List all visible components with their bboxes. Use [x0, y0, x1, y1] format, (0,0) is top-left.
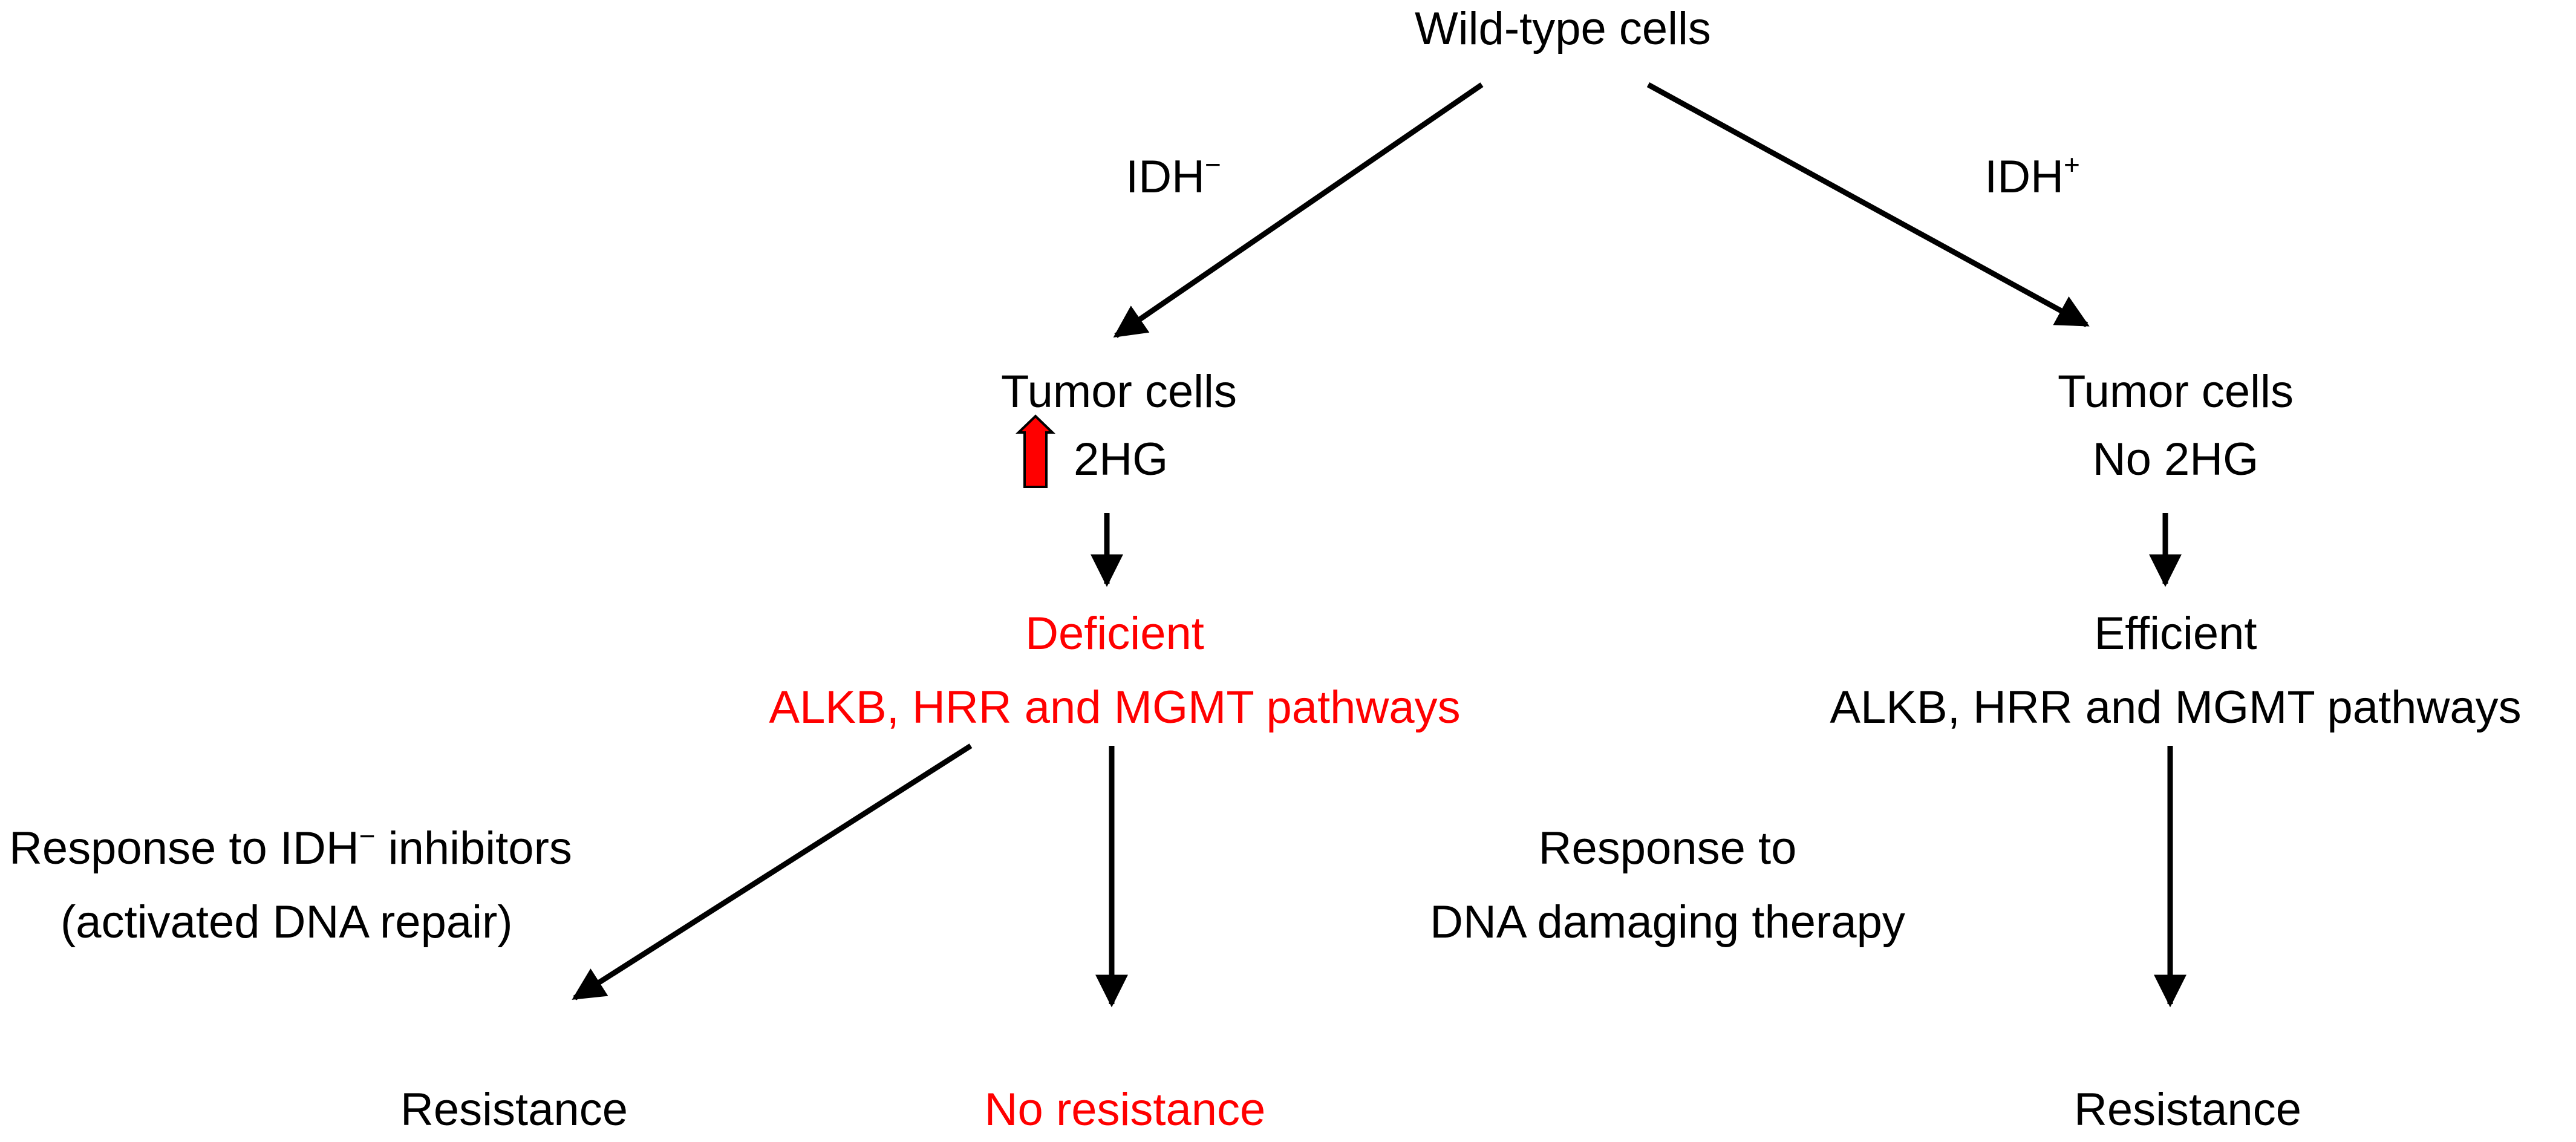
arrow-root-to-left-tumor	[1113, 82, 1484, 338]
outcome-right: Resistance	[2074, 1084, 2301, 1135]
right-pathways-status: Efficient	[2095, 608, 2257, 659]
arrow-root-to-right-tumor	[1646, 82, 2090, 327]
left-response-pre: Response to IDH	[9, 823, 359, 874]
left-branch-label-sup: −	[1205, 149, 1221, 180]
center-response-line2: DNA damaging therapy	[1430, 896, 1905, 948]
center-response-line1: Response to	[1539, 823, 1797, 874]
left-pathways-names: ALKB, HRR and MGMT pathways	[769, 682, 1460, 733]
outcome-left: Resistance	[400, 1084, 628, 1135]
right-tumor-2hg: No 2HG	[2093, 434, 2259, 485]
left-response-line2: (activated DNA repair)	[60, 896, 513, 948]
left-response-sup: −	[359, 820, 376, 852]
left-response-post: inhibitors	[376, 823, 572, 874]
left-pathways-status: Deficient	[1025, 608, 1204, 659]
left-tumor-2hg: 2HG	[1074, 434, 1168, 485]
outcome-middle: No resistance	[985, 1084, 1266, 1135]
left-branch-label: IDH−	[1126, 149, 1221, 203]
right-branch-label-sup: +	[2064, 149, 2080, 180]
right-tumor-title: Tumor cells	[2058, 366, 2294, 417]
left-tumor-title: Tumor cells	[1001, 366, 1237, 417]
root-node-label: Wild-type cells	[1415, 3, 1711, 54]
right-pathways-names: ALKB, HRR and MGMT pathways	[1830, 682, 2521, 733]
arrow-left-pathways-to-resistance	[572, 743, 973, 1000]
left-response-line1: Response to IDH− inhibitors	[9, 820, 572, 874]
connectors	[572, 82, 2186, 1008]
right-branch-label: IDH+	[1984, 149, 2080, 203]
left-branch-label-base: IDH	[1126, 151, 1205, 203]
up-arrow-icon	[1016, 414, 1055, 488]
right-branch-label-base: IDH	[1984, 151, 2064, 203]
